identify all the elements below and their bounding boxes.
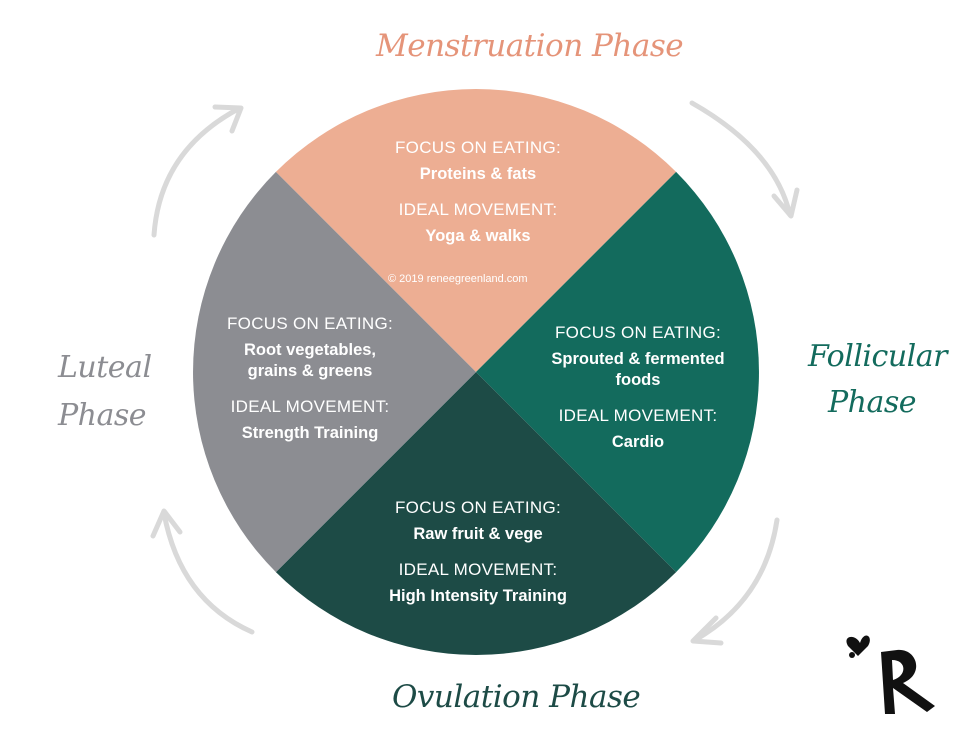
follicular-movement-label: IDEAL MOVEMENT: (558, 406, 718, 425)
follicular-quadrant (476, 171, 759, 573)
menstruation-phase-title: Menstruation Phase (376, 28, 684, 64)
luteal-eating-label: FOCUS ON EATING: (227, 314, 393, 333)
follicular-eating-line1: Sprouted & fermented (551, 350, 725, 368)
luteal-title-line1: Luteal (58, 350, 152, 385)
menstruation-quadrant (275, 89, 677, 372)
arrow-to-ovulation-icon (690, 517, 780, 646)
luteal-title-line2: Phase (58, 398, 147, 433)
menstruation-eating-label: FOCUS ON EATING: (395, 138, 561, 157)
luteal-quadrant (193, 171, 476, 573)
arrow-to-luteal-icon (150, 508, 255, 635)
copyright-text: © 2019 reneegreenland.com (388, 273, 528, 285)
luteal-eating-value: Root vegetables, grains & greens (180, 340, 440, 382)
ovulation-movement-label: IDEAL MOVEMENT: (398, 560, 558, 579)
ovulation-phase-title: Ovulation Phase (392, 679, 641, 715)
follicular-title-line1: Follicular (808, 339, 947, 374)
luteal-phase-title: Luteal Phase (58, 344, 152, 440)
menstruation-movement-label: IDEAL MOVEMENT: (398, 200, 558, 219)
luteal-eating-line2: grains & greens (247, 362, 373, 380)
menstruation-movement-value: Yoga & walks (425, 227, 531, 245)
ovulation-movement-value: High Intensity Training (389, 587, 567, 605)
arrow-to-follicular-icon (689, 100, 800, 219)
ovulation-info: FOCUS ON EATING: Raw fruit & vege IDEAL … (348, 498, 608, 607)
follicular-movement-value: Cardio (611, 433, 665, 451)
heart-r-logo-icon (846, 635, 935, 714)
luteal-eating-line1: Root vegetables, (243, 341, 377, 359)
follicular-eating-line2: foods (615, 371, 661, 389)
follicular-eating-value: Sprouted & fermented foods (508, 349, 768, 391)
ovulation-eating-value: Raw fruit & vege (413, 525, 543, 543)
menstruation-eating-value: Proteins & fats (419, 165, 537, 183)
follicular-info: FOCUS ON EATING: Sprouted & fermented fo… (508, 323, 768, 453)
luteal-movement-value: Strength Training (241, 424, 379, 442)
arrow-to-menstruation-icon (151, 104, 244, 238)
menstruation-info: FOCUS ON EATING: Proteins & fats IDEAL M… (348, 138, 608, 247)
follicular-title-line2: Phase (828, 385, 917, 420)
luteal-movement-label: IDEAL MOVEMENT: (230, 397, 390, 416)
follicular-eating-label: FOCUS ON EATING: (555, 323, 721, 342)
follicular-phase-title: Follicular Phase (808, 334, 947, 426)
ovulation-eating-label: FOCUS ON EATING: (395, 498, 561, 517)
luteal-info: FOCUS ON EATING: Root vegetables, grains… (180, 314, 440, 444)
ovulation-quadrant (275, 372, 677, 655)
